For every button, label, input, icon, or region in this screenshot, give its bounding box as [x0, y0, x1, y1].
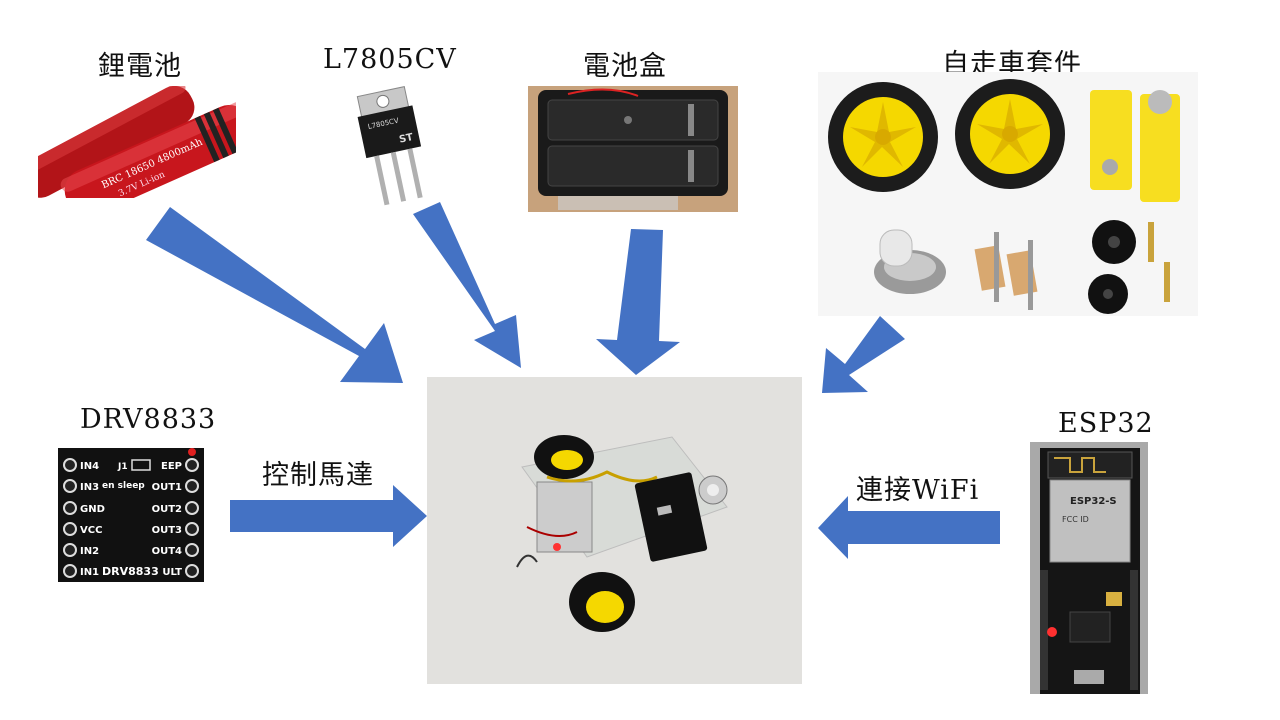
mcu-module-text: ESP32-S	[1070, 496, 1117, 507]
svg-text:FCC ID: FCC ID	[1062, 515, 1089, 524]
wheel-icon	[955, 79, 1065, 189]
driver-board-name: DRV8833	[102, 565, 159, 578]
driver-pin-label: IN3	[80, 482, 99, 493]
wheel-icon	[534, 435, 594, 479]
encoder-disk-icon	[1088, 220, 1170, 314]
arrow-mcu	[818, 496, 1000, 559]
driver-pin-label: IN4	[80, 461, 99, 472]
bracket-icon	[974, 232, 1038, 310]
arrow-regulator	[413, 202, 521, 368]
wheel-icon	[569, 572, 635, 632]
driver-pin-label: EEP	[161, 461, 182, 472]
driver-pin-label: VCC	[80, 525, 102, 536]
battery-label: 鋰電池	[98, 51, 182, 82]
driver-action-label: 控制馬達	[262, 460, 374, 491]
driver-pin-label: IN1	[80, 567, 99, 578]
arrow-driver	[230, 485, 427, 547]
regulator-label: L7805CV	[323, 44, 457, 75]
driver-pin-label: OUT4	[152, 546, 182, 557]
car-kit-photo	[818, 72, 1198, 316]
driver-pin-label: GND	[80, 504, 105, 515]
svg-text:ST: ST	[398, 132, 414, 146]
assembled-car-photo	[427, 377, 802, 684]
battery-photo: BRC 18650 4800mAh 3.7V Li-ion	[38, 86, 236, 198]
mcu-label: ESP32	[1058, 408, 1154, 439]
battery-box-label: 電池盒	[583, 51, 667, 82]
warning-triangle-icon	[56, 100, 74, 115]
motor-icon	[1090, 90, 1180, 202]
caster-wheel-icon	[874, 229, 946, 294]
driver-pin-label: IN2	[80, 546, 99, 557]
driver-label: DRV8833	[80, 404, 217, 435]
driver-pin-label: OUT1	[152, 482, 182, 493]
driver-pin-label: OUT2	[152, 504, 182, 515]
battery-box-photo	[528, 86, 738, 212]
esp32-photo: ESP32-S FCC ID	[1030, 442, 1148, 694]
driver-jumper-label: J1	[117, 462, 128, 472]
mcu-action-label: 連接WiFi	[856, 475, 980, 506]
driver-board-photo: IN4 IN3 GND VCC IN2 IN1 EEP OUT1 OUT2 OU…	[58, 448, 204, 582]
driver-pin-label: OUT3	[152, 525, 182, 536]
driver-pin-label: ULT	[162, 567, 182, 578]
arrow-battery	[146, 207, 403, 383]
wheel-icon	[828, 82, 938, 192]
driver-mode-label: en sleep	[102, 481, 145, 491]
regulator-photo: L7805CV ST	[350, 84, 438, 206]
arrow-car-kit	[822, 316, 905, 393]
arrow-battery-box	[596, 229, 680, 375]
